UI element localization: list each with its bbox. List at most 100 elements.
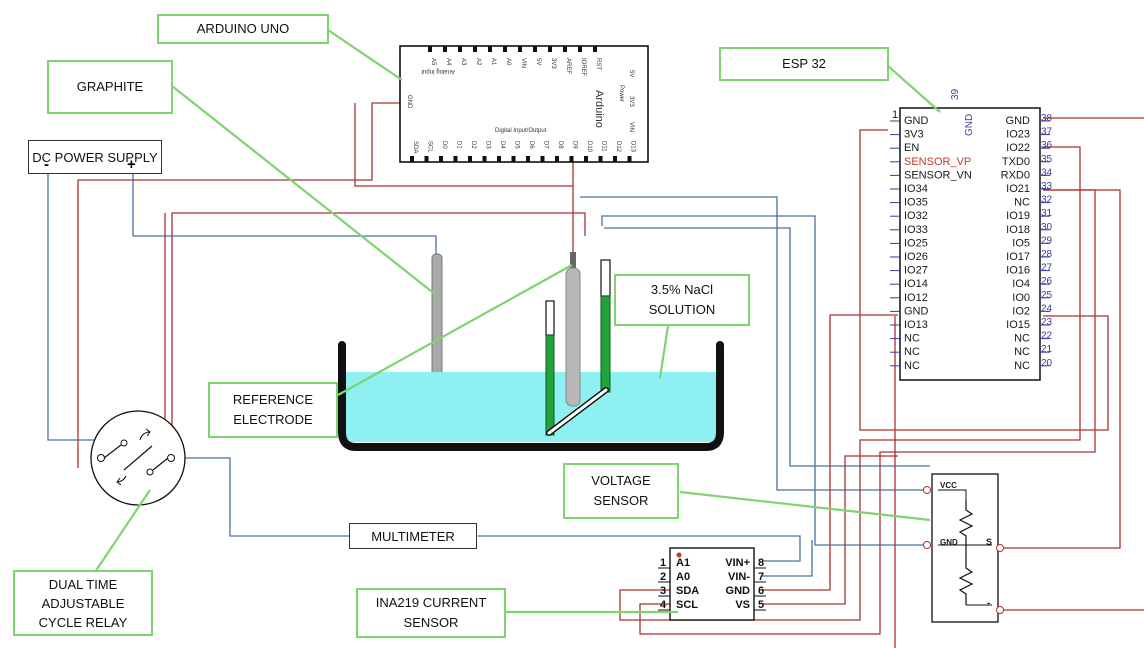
- ina219-right-pin-number: 6: [758, 585, 764, 597]
- esp32-right-pin-number: 38: [1041, 113, 1053, 124]
- wire-ina-sda: [619, 146, 1081, 621]
- esp32-right-pin-number: 37: [1041, 127, 1053, 138]
- esp32-left-pin-label: IO27: [904, 265, 928, 277]
- esp32-right-pin-number: 21: [1041, 344, 1053, 355]
- esp32-left-pin-label: NC: [904, 360, 920, 372]
- wire-electrode-to-voltage-gnd: [601, 215, 930, 546]
- voltage-module-outline: [931, 473, 999, 623]
- ina219-left-pin-label: SDA: [676, 585, 699, 597]
- wire-dc-minus-to-relay: [47, 172, 94, 441]
- ina219-left-pin-number: 3: [660, 585, 666, 597]
- esp32-left-pin-label: GND: [904, 305, 929, 317]
- arduino-top-pin-label: VIN: [520, 58, 526, 68]
- left-green-electrode-top: [545, 300, 555, 336]
- esp32-right-pin-label: GND: [1006, 115, 1031, 127]
- arduino-top-pin: [428, 46, 432, 52]
- esp32-chip: 39 GND 1 GND3V3ENSENSOR_VPSENSOR_VNIO34I…: [890, 88, 1053, 381]
- arduino-top-pin: [548, 46, 552, 52]
- graphite-label: GRAPHITE: [47, 60, 173, 114]
- esp32-right-pin-number: 28: [1041, 249, 1053, 260]
- wire-relay-to-esp: [171, 212, 586, 455]
- arduino-bottom-pin-label: D1: [456, 141, 462, 149]
- esp32-right-pin-number: 24: [1041, 303, 1053, 314]
- electrodes: [545, 252, 611, 436]
- wire-ina-vs-esp: [762, 455, 898, 605]
- arduino-bottom-pin-label: D8: [557, 141, 563, 149]
- arduino-bottom-pin-label: D7: [543, 141, 549, 149]
- arduino-bottom-pin: [540, 156, 545, 162]
- nacl-line-2: SOLUTION: [648, 302, 716, 317]
- leader-relay: [94, 489, 151, 573]
- arduino-top-pin-label: A4: [445, 58, 451, 66]
- arduino-right-pin-label: 5V: [628, 70, 634, 77]
- nacl-line-1: 3.5% NaCl: [650, 282, 714, 297]
- esp32-right-pins: GNDIO23IO22TXD0RXD0IO21NCIO19IO18IO5IO17…: [1001, 115, 1050, 372]
- voltage-module-vcc: VCC: [940, 481, 957, 490]
- wire-dc-plus-to-graphite: [132, 172, 437, 255]
- esp32-right-pin-label: IO23: [1006, 129, 1030, 141]
- esp32-left-pins: GND3V3ENSENSOR_VPSENSOR_VNIO34IO35IO32IO…: [890, 115, 972, 372]
- esp32-top-pin-num: 39: [950, 88, 961, 100]
- arduino-bottom-pin-label: D6: [528, 141, 534, 149]
- arduino-analog-label: Analog Input: [421, 68, 455, 74]
- esp32-left-pin-label: IO34: [904, 183, 928, 195]
- ina219-left-pin-label: SCL: [676, 599, 698, 611]
- esp32-right-pin-label: IO15: [1006, 319, 1030, 331]
- leader-arduino: [327, 29, 403, 81]
- dc-power-supply-text: DC POWER SUPPLY: [32, 149, 158, 165]
- arduino-bottom-pin-label: D0: [441, 141, 447, 149]
- esp32-left-pin-label: IO33: [904, 224, 928, 236]
- arduino-bottom-pin: [555, 156, 559, 162]
- esp32-right-pin-number: 22: [1041, 331, 1053, 342]
- arduino-label: ARDUINO UNO: [157, 14, 329, 44]
- nacl-solution-fill: [345, 372, 717, 442]
- arduino-bottom-pin-label: D9: [572, 141, 578, 149]
- arduino-top-pin: [593, 46, 597, 52]
- arduino-top-pin: [488, 46, 492, 52]
- arduino-bottom-pin: [511, 156, 516, 162]
- arduino-right-pin-label: 3V3: [628, 96, 634, 107]
- arduino-bottom-pin: [453, 156, 458, 162]
- ina219-left-pin-label: A1: [676, 557, 690, 569]
- esp32-left-pin-label: SENSOR_VP: [904, 156, 971, 168]
- relay-label: DUAL TIME ADJUSTABLE CYCLE RELAY: [13, 570, 153, 636]
- ina219-left-pin-number: 2: [660, 571, 666, 583]
- esp32-left-pin-label: NC: [904, 346, 920, 358]
- esp32-right-pin-number: 20: [1041, 358, 1053, 369]
- esp32-right-pin-label: NC: [1014, 333, 1030, 345]
- voltage-module-resistor-2: [958, 545, 974, 605]
- reference-electrode-label: REFERENCE ELECTRODE: [208, 382, 338, 438]
- right-green-electrode: [600, 295, 611, 393]
- esp32-right-pin-label: IO22: [1006, 142, 1030, 154]
- relay-symbol: [90, 410, 186, 506]
- ina219-right-pin-number: 5: [758, 599, 764, 611]
- esp32-right-pin-number: 32: [1041, 195, 1053, 206]
- wire-voltage-s: [1000, 189, 1121, 549]
- arduino-bottom-pin: [497, 156, 501, 162]
- esp32-right-pin-number: 33: [1041, 181, 1053, 192]
- right-green-electrode-top: [600, 259, 611, 297]
- arduino-gnd-label: GND: [406, 95, 412, 109]
- arduino-bottom-pin: [569, 156, 574, 162]
- leader-esp32: [887, 65, 941, 113]
- arduino-top-pin-label: IOREF: [580, 58, 586, 77]
- wire-esp-vcc: [859, 129, 1109, 431]
- esp32-right-pin-label: RXD0: [1001, 169, 1030, 181]
- esp32-top-pin-name: GND: [964, 114, 975, 136]
- leader-graphite: [171, 85, 437, 296]
- esp32-right-pin-number: 26: [1041, 276, 1053, 287]
- esp32-right-pin-label: IO16: [1006, 265, 1030, 277]
- ina219-right-pin-label: VS: [735, 599, 750, 611]
- leader-reference: [337, 264, 573, 396]
- arduino-bottom-pin: [410, 156, 414, 162]
- ina219-label: INA219 CURRENT SENSOR: [356, 588, 506, 638]
- arduino-top-pin-label: RST: [595, 58, 601, 70]
- arduino-top-pin: [503, 46, 507, 52]
- esp32-left-pin-label: 3V3: [904, 129, 924, 141]
- voltage-line-2: SENSOR: [593, 493, 649, 508]
